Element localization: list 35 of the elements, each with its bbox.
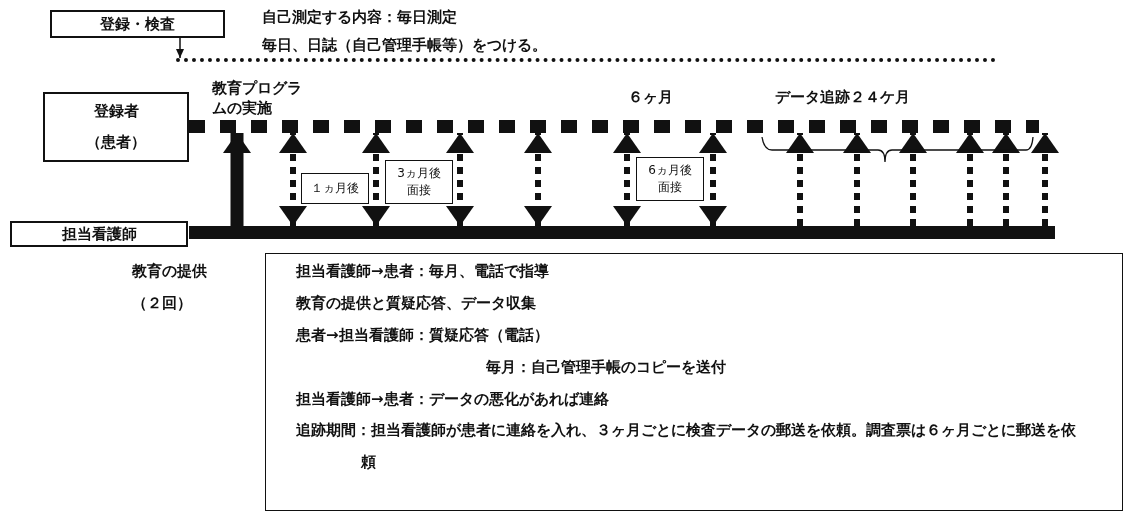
arrow xyxy=(524,133,552,226)
label-box: 登録者（患者） xyxy=(43,92,189,162)
arrow xyxy=(223,133,251,226)
note-text: 教育の提供と質疑応答、データ収集 xyxy=(296,294,536,313)
arrow xyxy=(176,37,184,59)
label-box: 登録・検査 xyxy=(50,10,225,38)
label-box: 6ヵ月後面接 xyxy=(636,157,704,201)
note-text: 担当看護師→患者：毎月、電話で指導 xyxy=(296,262,549,281)
arrow xyxy=(446,133,474,226)
note-text: 担当看護師→患者：データの悪化があれば連絡 xyxy=(296,390,609,409)
timeline-bar xyxy=(189,226,1055,239)
arrow xyxy=(899,133,927,226)
arrow xyxy=(843,133,871,226)
annotation-text: ６ヶ月 xyxy=(628,88,673,107)
note-text: 患者→担当看護師：質疑応答（電話） xyxy=(296,326,549,345)
annotation-text: 教育プログラムの実施 xyxy=(212,78,303,119)
arrow xyxy=(279,133,307,226)
label-box: 担当看護師 xyxy=(10,221,188,247)
arrow xyxy=(786,133,814,226)
text-box xyxy=(265,253,1123,511)
label-box: １ヵ月後 xyxy=(301,173,369,204)
note-text: 追跡期間：担当看護師が患者に連絡を入れ、３ヶ月ごとに検査データの郵送を依頼。調査票は６ヶ月ごとに郵送を依頼 xyxy=(296,420,1077,473)
arrow xyxy=(992,133,1020,226)
annotation-text: 自己測定する内容：毎日測定 xyxy=(262,8,457,27)
label-box: 3ヵ月後面接 xyxy=(385,160,453,204)
annotation-text: 毎日、日誌（自己管理手帳等）をつける。 xyxy=(262,36,547,55)
note-text: 毎月：自己管理手帳のコピーを送付 xyxy=(486,358,726,377)
arrow xyxy=(956,133,984,226)
annotation-text: データ追跡２４ケ月 xyxy=(775,88,910,107)
arrow xyxy=(613,133,641,226)
arrow xyxy=(699,133,727,226)
arrow xyxy=(362,133,390,226)
arrow xyxy=(1031,133,1059,226)
timeline-bar xyxy=(189,120,1039,133)
annotation-text: 教育の提供（２回） xyxy=(132,261,208,314)
